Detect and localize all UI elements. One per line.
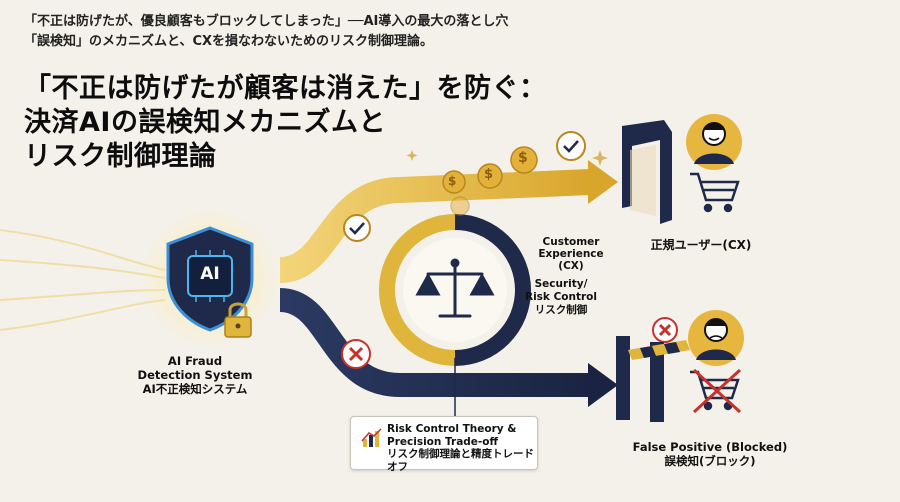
risk-control-box: Risk Control Theory & Precision Trade-of…: [350, 416, 538, 473]
fp-path: [278, 288, 590, 397]
blocked-cart-icon: [690, 368, 742, 414]
lock-icon: [224, 302, 252, 338]
x-icon-top: [652, 317, 678, 343]
shopping-cart-icon: [690, 172, 740, 213]
barrier-icon: [616, 336, 690, 422]
security-label: Security/ Risk Control リスク制御: [525, 278, 597, 316]
open-gate-icon: [622, 120, 672, 224]
ai-badge-text: AI: [200, 264, 220, 284]
coin-symbol: $: [518, 150, 528, 166]
sparkles: [406, 150, 608, 166]
x-icon-path: [341, 339, 371, 369]
chart-icon: [361, 428, 382, 447]
risk-control-text: Risk Control Theory & Precision Trade-of…: [387, 423, 534, 473]
valid-user-label: 正規ユーザー(CX): [650, 238, 752, 252]
check-icon-path: [343, 214, 371, 242]
coin-symbol: $: [448, 174, 457, 188]
coin-symbol: $: [484, 167, 494, 182]
page-title: 「不正は防げたが顧客は消えた」を防ぐ： 決済AIの誤検知メカニズムと リスク制御…: [24, 73, 547, 172]
page-subtitle: 「不正は防げたが、優良顧客もブロックしてしまった」──AI導入の最大の落とし穴 …: [24, 14, 509, 49]
fp-arrow-head: [588, 363, 618, 407]
happy-user-avatar: [686, 114, 742, 170]
ai-system-label: AI Fraud Detection System AI不正検知システム: [137, 354, 253, 396]
false-positive-label: False Positive (Blocked) 誤検知(ブロック): [632, 440, 788, 468]
frustrated-user-avatar: [688, 310, 744, 366]
cx-label: Customer Experience (CX): [538, 236, 604, 272]
valid-path: [278, 169, 591, 283]
scale-icon: [415, 258, 495, 318]
check-icon-top: [556, 131, 586, 161]
valid-arrow-head: [588, 160, 618, 204]
coins: [442, 146, 538, 216]
